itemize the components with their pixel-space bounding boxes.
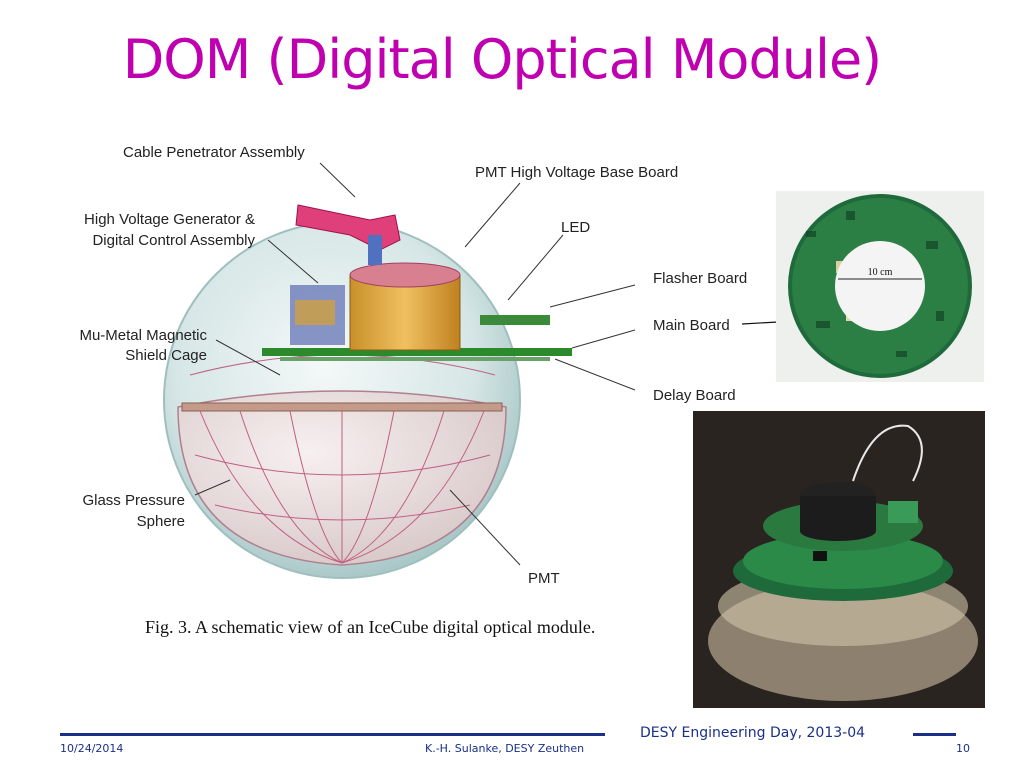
label-leader-lines <box>194 162 636 566</box>
mu-metal-ring-shape <box>181 402 503 412</box>
assembled-dom-photo <box>693 411 985 708</box>
label-glass-sphere-line2: Sphere <box>136 513 185 530</box>
label-flasher-board: Flasher Board <box>653 270 748 287</box>
page-number: 10 <box>956 742 970 755</box>
footer-event: DESY Engineering Day, 2013-04 <box>640 725 866 741</box>
label-mu-metal-line1: Mu-Metal Magnetic <box>79 327 207 344</box>
main-board-photo-image: 10 cm <box>776 191 984 382</box>
label-hv-generator-line2: Digital Control Assembly <box>92 232 255 249</box>
footer-line-left <box>60 733 605 736</box>
label-main-board: Main Board <box>653 317 730 334</box>
dom-schematic-figure: Cable Penetrator Assembly PMT High Volta… <box>50 135 770 605</box>
label-led: LED <box>561 219 591 236</box>
label-pmt: PMT <box>528 570 560 587</box>
figure-caption: Fig. 3. A schematic view of an IceCube d… <box>145 617 596 637</box>
delay-board-shape <box>280 357 550 361</box>
label-cable-penetrator: Cable Penetrator Assembly <box>123 144 305 161</box>
main-board-photo: 10 cm <box>776 191 984 382</box>
label-delay-board: Delay Board <box>653 387 736 404</box>
footer-date: 10/24/2014 <box>60 742 124 755</box>
scale-label: 10 cm <box>868 267 893 278</box>
slide-title: DOM (Digital Optical Module) <box>122 28 883 91</box>
label-hv-generator-line1: High Voltage Generator & <box>84 211 255 228</box>
label-pmt-hv-base-board: PMT High Voltage Base Board <box>475 164 679 181</box>
dom-schematic-drawing <box>163 162 636 579</box>
label-mu-metal-line2: Shield Cage <box>125 347 207 364</box>
assembled-dom-photo-image <box>693 411 985 708</box>
footer-line-right <box>913 733 956 736</box>
main-board-pointer-line <box>742 321 779 325</box>
main-board-shape <box>262 348 572 356</box>
footer-author: K.-H. Sulanke, DESY Zeuthen <box>425 742 585 755</box>
label-glass-sphere-line1: Glass Pressure <box>82 492 185 509</box>
mu-metal-cage-wires <box>189 354 496 564</box>
